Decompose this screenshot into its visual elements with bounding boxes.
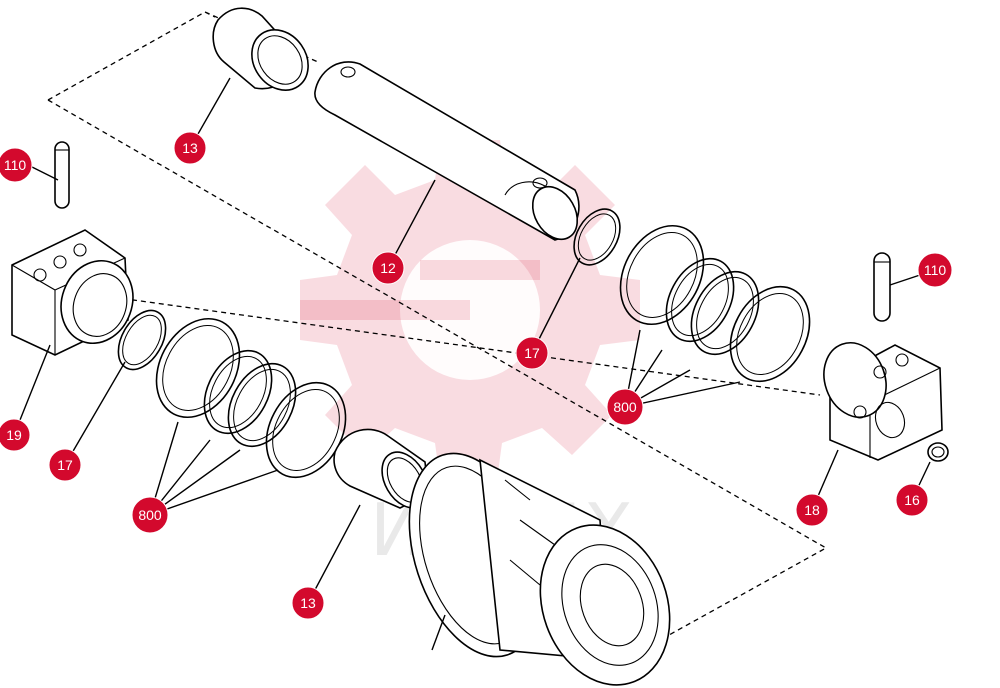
svg-text:18: 18 <box>804 502 820 518</box>
o-ring-mid <box>573 208 621 266</box>
plug <box>927 442 949 462</box>
callout-800-left[interactable]: 800 <box>131 496 169 534</box>
callout-13-bottom[interactable]: 13 <box>291 586 325 620</box>
callout-13-top[interactable]: 13 <box>173 131 207 165</box>
bushing-top <box>212 7 309 91</box>
bracket-left <box>11 229 134 356</box>
o-ring-left <box>117 309 167 371</box>
callout-110-left[interactable]: 110 <box>0 147 33 183</box>
svg-text:110: 110 <box>924 262 947 278</box>
bracket-right <box>823 342 943 461</box>
shaft <box>314 61 580 241</box>
svg-text:800: 800 <box>613 399 637 415</box>
svg-text:110: 110 <box>4 157 27 173</box>
svg-text:800: 800 <box>138 507 162 523</box>
callout-17-mid[interactable]: 17 <box>515 336 549 370</box>
svg-text:17: 17 <box>524 345 540 361</box>
svg-text:17: 17 <box>57 457 73 473</box>
callout-18[interactable]: 18 <box>795 493 829 527</box>
svg-text:13: 13 <box>300 595 316 611</box>
axis-line <box>24 284 821 396</box>
callout-19[interactable]: 19 <box>0 418 31 452</box>
callout-110-right[interactable]: 110 <box>917 252 953 288</box>
pin-left <box>54 141 70 209</box>
callout-16[interactable]: 16 <box>895 483 929 517</box>
svg-text:12: 12 <box>380 260 396 276</box>
callout-800-right[interactable]: 800 <box>606 388 644 426</box>
svg-text:19: 19 <box>6 427 22 443</box>
track-roller <box>408 452 671 686</box>
callout-17-left[interactable]: 17 <box>48 448 82 482</box>
pin-right <box>873 252 891 322</box>
seal-set-right <box>619 224 811 383</box>
svg-text:16: 16 <box>904 492 920 508</box>
callout-12[interactable]: 12 <box>371 251 405 285</box>
svg-text:13: 13 <box>182 140 198 156</box>
